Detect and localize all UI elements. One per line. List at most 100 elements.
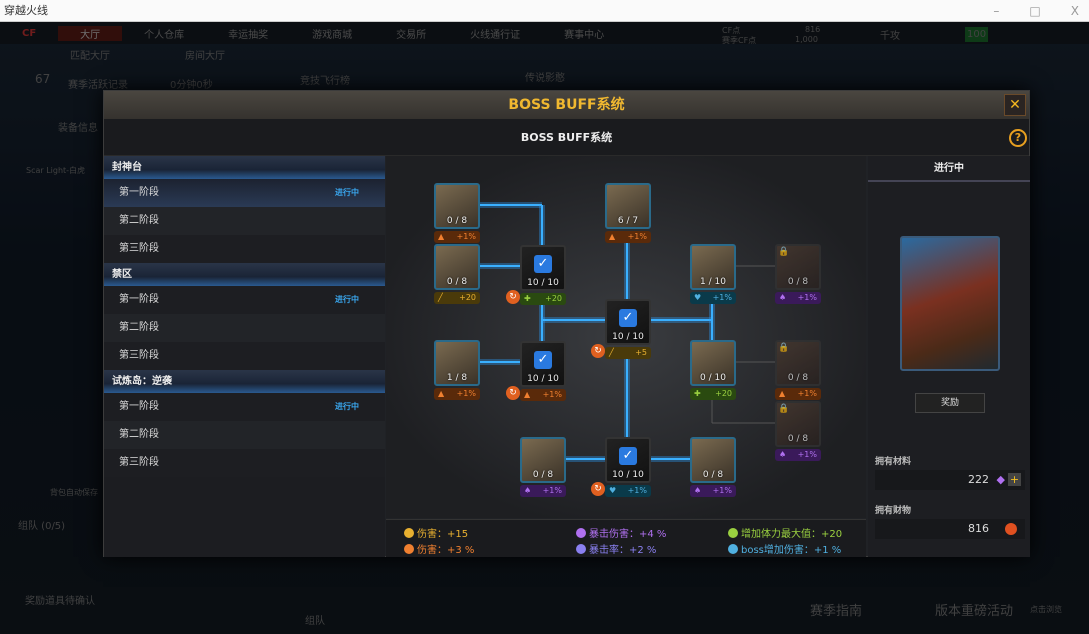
legend-label: 暴击率：+2 % bbox=[589, 545, 657, 556]
stage-item[interactable]: 第一阶段进行中 bbox=[104, 286, 385, 314]
buff-node[interactable]: 0 / 8♠+1% bbox=[690, 437, 736, 497]
stage-item[interactable]: 第三阶段 bbox=[104, 449, 385, 477]
minimize-button[interactable]: – bbox=[993, 4, 1000, 18]
node-bonus: ♠+1% bbox=[775, 292, 821, 304]
nav-shop[interactable]: 游戏商城 bbox=[312, 29, 353, 41]
boss-portrait: 🔒0 / 8 bbox=[775, 401, 821, 447]
event-button[interactable]: 版本重磅活动 bbox=[935, 604, 1014, 619]
stage-item[interactable]: 第二阶段 bbox=[104, 421, 385, 449]
legend-tab[interactable]: 传说影憨 bbox=[525, 73, 565, 84]
buff-node[interactable]: 1 / 10 ♥+1% bbox=[690, 244, 736, 304]
bonus-value: +1% bbox=[627, 232, 647, 241]
fire-icon: ▲ bbox=[779, 389, 786, 398]
top-nav: CF 大厅 个人仓库 幸运抽奖 游戏商城 交易所 火线通行证 赛事中心 bbox=[0, 22, 1089, 44]
buff-node[interactable]: ✓10 / 10▲+1%↻ bbox=[506, 341, 566, 401]
buff-node[interactable]: 0 / 8▲+1% bbox=[434, 183, 480, 243]
tree-connectors bbox=[479, 202, 775, 462]
bonus-value: +1% bbox=[456, 389, 476, 398]
lock-icon: 🔒 bbox=[778, 247, 790, 257]
fire-icon: ▲ bbox=[438, 389, 445, 398]
stage-item[interactable]: 第三阶段 bbox=[104, 235, 385, 263]
crystal-icon: ◆ bbox=[996, 473, 1005, 486]
backpack-save[interactable]: 背包自动保存 bbox=[50, 488, 98, 497]
cf-value: 816 bbox=[805, 25, 821, 34]
guide-button[interactable]: 赛季指南 bbox=[810, 604, 863, 619]
season-record[interactable]: 赛季活跃记录 bbox=[68, 80, 128, 91]
buff-node[interactable]: 🔒0 / 8♠+1% bbox=[775, 401, 821, 461]
boss-card-image bbox=[900, 236, 1000, 371]
stage-item[interactable]: 第一阶段 进行中 bbox=[104, 179, 385, 207]
reset-icon[interactable]: ↻ bbox=[591, 482, 605, 496]
modal-subtitle: BOSS BUFF系统 bbox=[104, 119, 1029, 156]
nav-lobby[interactable]: 大厅 bbox=[58, 25, 123, 41]
buff-node[interactable]: ✓10 / 10╱+5↻ bbox=[591, 299, 651, 359]
boss-portrait: ✓10 / 10 bbox=[605, 299, 651, 345]
node-progress: 0 / 10 bbox=[700, 373, 726, 383]
help-icon[interactable]: ? bbox=[1009, 129, 1027, 147]
buff-node[interactable]: 0 / 10 ✚+20 bbox=[690, 340, 736, 400]
node-bonus: ♥+1% bbox=[605, 485, 651, 497]
team-button[interactable]: 组队 bbox=[305, 616, 325, 627]
stat-icon bbox=[576, 527, 586, 538]
fire-icon: ▲ bbox=[609, 232, 616, 241]
buff-node[interactable]: 0 / 8♠+1% bbox=[520, 437, 566, 497]
add-material-button[interactable]: + bbox=[1008, 473, 1021, 486]
legend-item: 伤害：+15 bbox=[404, 525, 468, 540]
check-icon: ✓ bbox=[534, 255, 552, 273]
stage-label: 第二阶段 bbox=[119, 322, 159, 333]
reset-icon[interactable]: ↻ bbox=[506, 290, 520, 304]
reward-confirm[interactable]: 奖励道具待确认 bbox=[25, 596, 95, 607]
buff-tree: 0 / 8▲+1%0 / 8╱+20✓10 / 10✚+20↻6 / 7▲+1%… bbox=[386, 156, 866, 518]
stage-item[interactable]: 第三阶段 bbox=[104, 342, 385, 370]
subnav-room[interactable]: 房间大厅 bbox=[185, 51, 225, 62]
buff-node[interactable]: 1 / 8▲ +1% bbox=[434, 340, 480, 400]
nav-trade[interactable]: 交易所 bbox=[396, 29, 427, 41]
boss-portrait: ✓10 / 10 bbox=[605, 437, 651, 483]
stage-item[interactable]: 第二阶段 bbox=[104, 207, 385, 235]
subnav-match[interactable]: 匹配大厅 bbox=[70, 51, 110, 62]
coin-icon bbox=[1005, 523, 1017, 535]
maximize-button[interactable]: □ bbox=[1029, 4, 1041, 18]
legend-item: 暴击率：+2 % bbox=[576, 541, 656, 556]
buff-node[interactable]: 🔒0 / 8▲+1% bbox=[775, 340, 821, 400]
reset-icon[interactable]: ↻ bbox=[591, 344, 605, 358]
status-panel: 进行中 奖励 拥有材料 222 ◆ + 拥有财物 816 bbox=[868, 156, 1030, 557]
node-bonus: ♠+1% bbox=[520, 485, 566, 497]
modal-title: BOSS BUFF系统 bbox=[104, 91, 1029, 119]
node-progress: 1 / 10 bbox=[700, 277, 726, 287]
close-icon[interactable]: ✕ bbox=[1004, 94, 1026, 116]
buff-node[interactable]: ✓10 / 10✚+20↻ bbox=[506, 245, 566, 305]
stage-label: 第三阶段 bbox=[119, 457, 159, 468]
close-window-button[interactable]: X bbox=[1070, 4, 1079, 18]
stage-list: 封神台第一阶段进行中第二阶段第三阶段禁区第一阶段进行中第二阶段第三阶段试炼岛：逆… bbox=[104, 156, 385, 557]
node-progress: 10 / 10 bbox=[527, 278, 559, 288]
node-bonus: ✚+20 bbox=[690, 388, 736, 400]
reward-button[interactable]: 奖励 bbox=[915, 393, 985, 413]
buff-node[interactable]: 0 / 8╱+20 bbox=[434, 244, 480, 304]
buff-node[interactable]: 🔒0 / 8♠+1% bbox=[775, 244, 821, 304]
wealth-value: 816 bbox=[875, 519, 1025, 539]
buff-node[interactable]: ✓10 / 10 ♥+1%↻ bbox=[591, 437, 651, 497]
nav-inventory[interactable]: 个人仓库 bbox=[144, 29, 185, 41]
reset-icon[interactable]: ↻ bbox=[506, 386, 520, 400]
ranking-button[interactable]: 竞技飞行榜 bbox=[300, 76, 350, 87]
stage-label: 第一阶段 bbox=[119, 401, 159, 412]
check-icon: ✓ bbox=[619, 447, 637, 465]
stage-item[interactable]: 第二阶段 bbox=[104, 314, 385, 342]
stage-status: 进行中 bbox=[335, 188, 359, 197]
bonus-value: +20 bbox=[545, 294, 562, 303]
stage-label: 第三阶段 bbox=[119, 243, 159, 254]
nav-events[interactable]: 赛事中心 bbox=[564, 29, 605, 41]
nav-lottery[interactable]: 幸运抽奖 bbox=[228, 29, 269, 41]
legend-item: 伤害：+3 % bbox=[404, 541, 474, 556]
node-progress: 0 / 8 bbox=[787, 373, 809, 383]
node-bonus: ╱+20 bbox=[434, 292, 480, 304]
buff-node[interactable]: 6 / 7▲+1% bbox=[605, 183, 651, 243]
weapon-name: Scar Light-白虎 bbox=[26, 166, 86, 175]
node-bonus: ♥+1% bbox=[690, 292, 736, 304]
stage-label: 第一阶段 bbox=[119, 187, 159, 198]
stage-item[interactable]: 第一阶段进行中 bbox=[104, 393, 385, 421]
nav-pass[interactable]: 火线通行证 bbox=[470, 29, 521, 41]
node-progress: 1 / 8 bbox=[446, 373, 468, 383]
node-bonus: ▲+1% bbox=[775, 388, 821, 400]
